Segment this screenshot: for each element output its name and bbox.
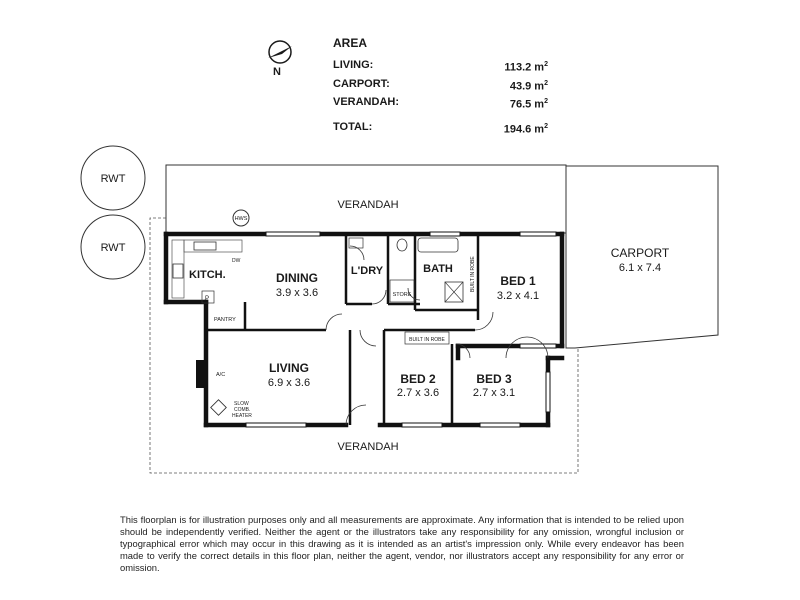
ac-label: A/C <box>216 372 225 378</box>
bathtub-icon <box>417 237 459 253</box>
area-label: CARPORT: <box>333 77 390 90</box>
carport-name: CARPORT <box>611 246 670 260</box>
cooktop-icon <box>172 263 184 279</box>
area-value: 43.9 m2 <box>509 79 548 93</box>
north-arrow-icon <box>268 40 292 64</box>
hws-fixture <box>232 209 250 227</box>
area-value: 113.2 m2 <box>504 61 548 74</box>
pantry-label: PANTRY <box>214 317 236 323</box>
carport-size: 6.1 x 7.4 <box>619 262 661 274</box>
rainwater-tank-1 <box>80 145 146 211</box>
built-in-robe-label-1: BUILT IN ROBE <box>470 256 476 292</box>
p-label: P <box>205 296 209 302</box>
kitchen-bench-top <box>183 239 243 253</box>
carport-outline <box>565 165 719 349</box>
rainwater-tank-2 <box>80 214 146 280</box>
bath-label: BATH <box>423 263 453 275</box>
bed2-size: 2.7 x 3.6 <box>397 387 439 399</box>
verandah-top-label: VERANDAH <box>337 199 398 211</box>
pantry-box <box>201 290 215 304</box>
ac-unit-icon <box>196 360 204 388</box>
area-row-verandah: VERANDAH: 76.5 m2 <box>333 94 548 113</box>
area-value: 76.5 m2 <box>509 98 548 111</box>
disclaimer-text: This floorplan is for illustration purpo… <box>120 514 684 573</box>
verandah-dashed-outline <box>149 217 579 474</box>
area-summary: AREA LIVING: 113.2 m2 CARPORT: 43.9 m2 V… <box>333 36 548 138</box>
rwt-label-2: RWT <box>101 242 126 254</box>
bed3-size: 2.7 x 3.1 <box>473 387 515 399</box>
heater-label-line3: HEATER <box>232 413 252 419</box>
living-size: 6.9 x 3.6 <box>268 377 310 389</box>
kitchen-sink-icon <box>193 241 217 251</box>
area-value: 194.6 m2 <box>503 122 548 136</box>
windows <box>245 231 557 428</box>
door-swings <box>325 245 549 426</box>
dw-label: DW <box>232 258 241 264</box>
built-in-robe-label-2: BUILT IN ROBE <box>409 337 445 343</box>
area-row-living: LIVING: 113.2 m2 <box>333 57 548 76</box>
heater-icon <box>210 399 227 416</box>
living-name: LIVING <box>269 361 309 375</box>
heater-label-line1: SLOW <box>234 401 249 407</box>
laundry-tub-icon <box>348 237 364 249</box>
bed3-name: BED 3 <box>476 372 512 386</box>
store-label: STORE <box>393 292 412 298</box>
kitchen-label: KITCH. <box>189 269 226 281</box>
shower-icon <box>444 281 464 303</box>
hws-label: HWS <box>235 216 248 222</box>
built-in-robe-box <box>404 331 450 345</box>
bed1-name: BED 1 <box>500 274 536 288</box>
area-row-carport: CARPORT: 43.9 m2 <box>333 76 548 95</box>
laundry-label: L'DRY <box>351 265 384 277</box>
internal-walls <box>204 234 480 425</box>
verandah-bottom-label: VERANDAH <box>337 441 398 453</box>
kitchen-bench-left <box>171 239 185 299</box>
compass-north-label: N <box>273 66 281 78</box>
area-label: LIVING: <box>333 59 374 71</box>
bed2-name: BED 2 <box>400 372 436 386</box>
area-label: VERANDAH: <box>333 96 399 109</box>
dining-size: 3.9 x 3.6 <box>276 287 318 299</box>
rwt-label-1: RWT <box>101 173 126 185</box>
area-label: TOTAL: <box>333 120 373 133</box>
toilet-icon <box>396 238 408 252</box>
dining-name: DINING <box>276 271 318 285</box>
heater-label-line2: COMB. <box>234 407 250 413</box>
store-box <box>389 279 415 303</box>
area-row-total: TOTAL: 194.6 m2 <box>333 119 548 138</box>
area-title: AREA <box>333 36 368 50</box>
bed1-size: 3.2 x 4.1 <box>497 290 539 302</box>
